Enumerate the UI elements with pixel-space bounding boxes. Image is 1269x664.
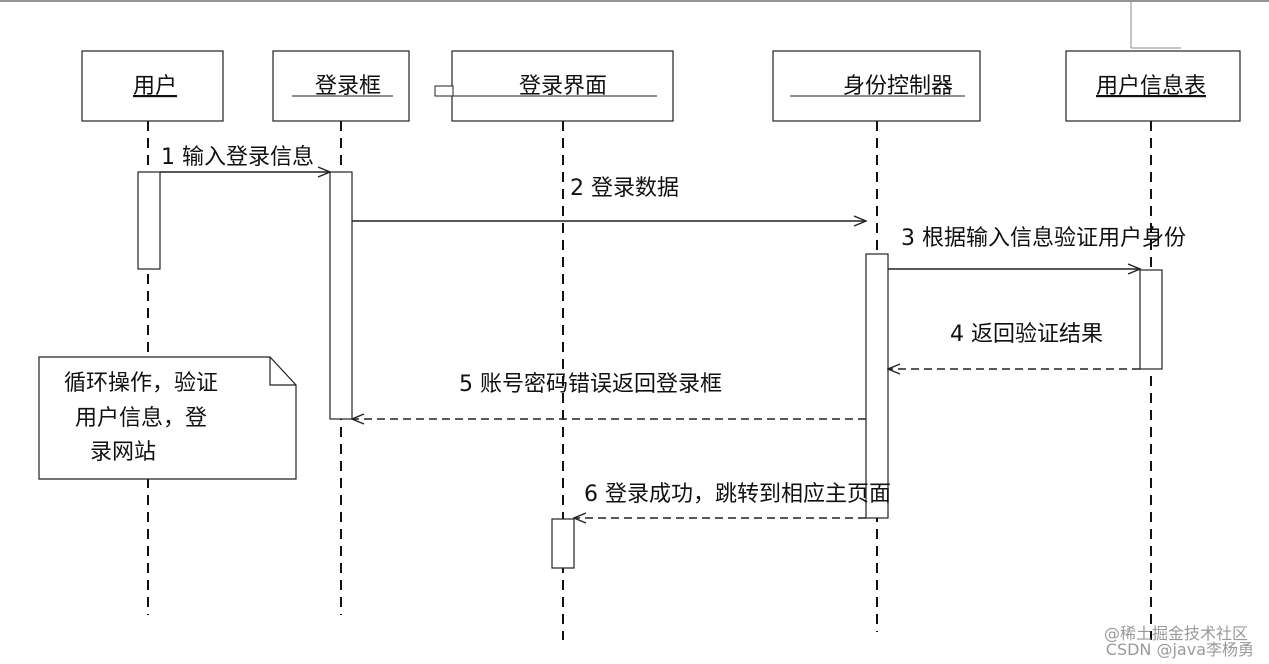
lifeline-label-usertable: 用户信息表 (1096, 74, 1206, 99)
message-label-3: 3 根据输入信息验证用户身份 (901, 226, 1186, 251)
lifeline-label-auth: 身份控制器 (843, 74, 953, 99)
watermark-line-1: @稀土掘金技术社区 (1104, 624, 1248, 643)
activation-loginbox (329, 171, 353, 420)
lifeline-box-loginui: 登录界面 (434, 50, 674, 122)
message-label-2: 2 登录数据 (570, 176, 679, 201)
activation-user (137, 171, 161, 270)
lifeline-label-loginbox: 登录框 (315, 74, 381, 99)
message-label-5: 5 账号密码错误返回登录框 (459, 372, 722, 397)
lifeline-box-loginbox: 登录框 (272, 50, 410, 122)
message-label-6: 6 登录成功，跳转到相应主页面 (584, 482, 891, 507)
note-line-3: 录网站 (90, 440, 156, 465)
boundary-icon (434, 85, 454, 97)
note-box: 循环操作，验证 用户信息，登 录网站 (38, 356, 297, 480)
note-line-2: 用户信息，登 (75, 406, 207, 431)
lifeline-box-auth: 身份控制器 (772, 50, 981, 122)
activation-loginui (551, 518, 575, 569)
lifeline-box-user: 用户 (81, 50, 224, 122)
message-label-1: 1 输入登录信息 (161, 145, 314, 170)
watermark-line-2: CSDN @java李杨勇 (1106, 640, 1254, 659)
lifeline-label-loginui: 登录界面 (519, 74, 607, 99)
activation-auth (865, 253, 889, 519)
lifeline-box-usertable: 用户信息表 (1065, 50, 1241, 122)
message-label-4: 4 返回验证结果 (950, 322, 1103, 347)
activation-usertable (1139, 269, 1163, 370)
lifeline-label-user: 用户 (133, 74, 177, 99)
note-line-1: 循环操作，验证 (64, 371, 218, 396)
